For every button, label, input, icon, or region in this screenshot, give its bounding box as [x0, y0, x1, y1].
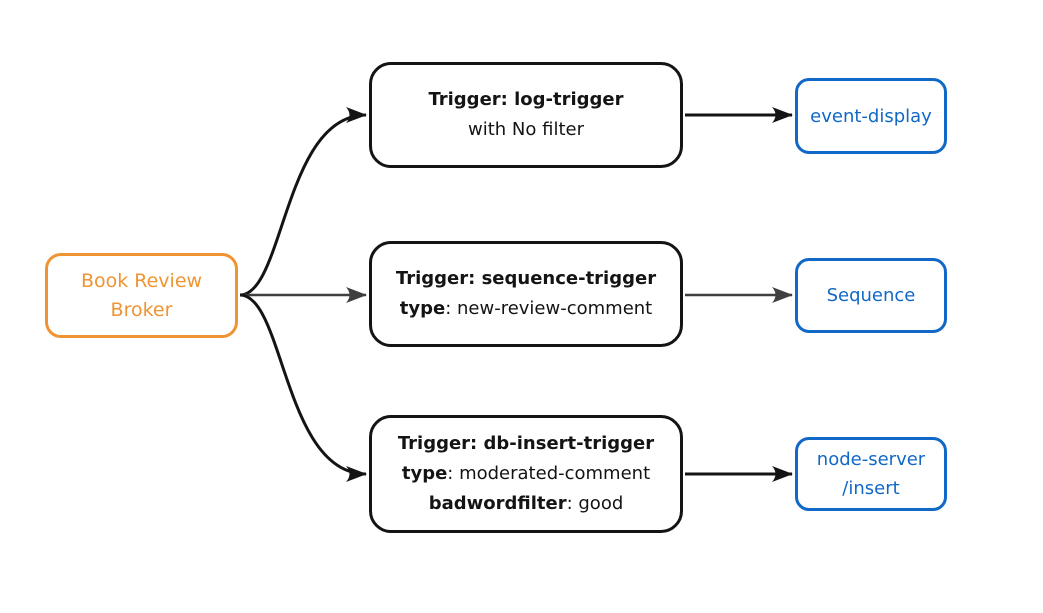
- trigger-title: Trigger: db-insert-trigger: [397, 433, 655, 454]
- broker-label-line-2: Broker: [110, 298, 173, 321]
- trigger-title: Trigger: log-trigger: [428, 89, 624, 110]
- sink-label: Sequence: [826, 285, 916, 306]
- sink-node-sequence: Sequence: [795, 258, 947, 333]
- trigger-node-sequence-trigger: Trigger: sequence-trigger type: new-revi…: [369, 241, 683, 347]
- sink-node-event-display: event-display: [795, 78, 947, 154]
- sink-label-line-2: /insert: [842, 478, 900, 499]
- trigger-filter-attr-2: badwordfilter: good: [428, 493, 624, 514]
- broker-node: Book Review Broker: [45, 253, 238, 338]
- trigger-node-db-insert-trigger: Trigger: db-insert-trigger type: moderat…: [369, 415, 683, 533]
- trigger-node-log-trigger: Trigger: log-trigger with No filter: [369, 62, 683, 168]
- edge-broker-to-db-insert-trigger: [239, 293, 367, 482]
- sink-label: event-display: [810, 105, 932, 127]
- trigger-filter-attr: type: new-review-comment: [399, 298, 653, 319]
- sink-label-line-1: node-server: [816, 449, 926, 470]
- edge-broker-to-log-trigger: [239, 107, 367, 297]
- trigger-filter-attr-1: type: moderated-comment: [401, 463, 651, 484]
- broker-label-line-1: Book Review: [80, 269, 203, 292]
- trigger-filter-detail: with No filter: [468, 119, 584, 140]
- trigger-title: Trigger: sequence-trigger: [395, 268, 657, 289]
- sink-node-node-server-insert: node-server /insert: [795, 437, 947, 511]
